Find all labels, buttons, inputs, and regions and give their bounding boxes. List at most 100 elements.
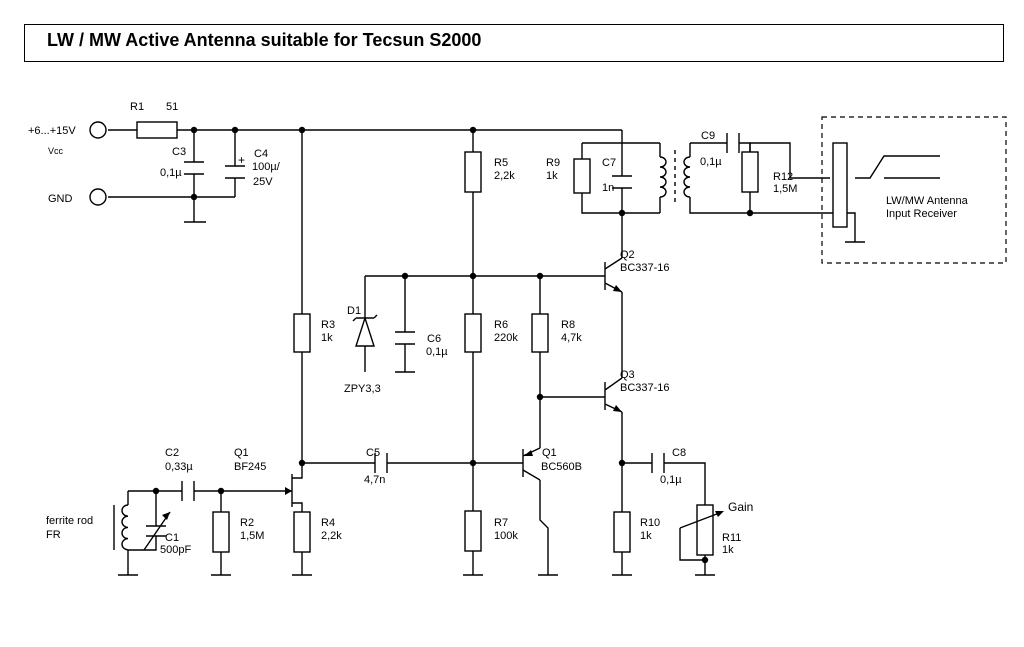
r5-name: R5	[494, 157, 508, 169]
c5-value: 4,7n	[364, 474, 385, 486]
junction-dot	[469, 272, 477, 280]
resistor-r3	[293, 313, 311, 353]
r3-name: R3	[321, 319, 335, 331]
resistor-r7	[464, 510, 482, 552]
component-labels: R1 51 C3 0,1µ C4 100µ/ 25V R5 2,2k R9 1k…	[46, 101, 969, 556]
r11-name: R11	[722, 532, 741, 544]
d1-name: D1	[347, 305, 361, 317]
gain-label: Gain	[728, 500, 753, 514]
c8-name: C8	[672, 447, 686, 459]
r12-value: 1,5M	[773, 183, 797, 195]
resistors	[136, 121, 759, 556]
resistor-r1	[136, 121, 178, 139]
capacitor-c5	[374, 453, 398, 473]
receiver-input-lines	[855, 155, 940, 179]
diode-d1	[355, 315, 375, 347]
capacitor-c6	[395, 331, 415, 345]
receiver-line2: Input Receiver	[886, 208, 957, 220]
gnd-label: GND	[48, 193, 73, 205]
vcc-label: +6...+15V	[28, 125, 76, 137]
r8-value: 4,7k	[561, 332, 582, 344]
junction-dot	[190, 193, 198, 201]
arrow-head-icon	[162, 512, 170, 520]
junction-dot	[298, 459, 306, 467]
q1a-value: BF245	[234, 461, 266, 473]
junctions	[152, 126, 754, 564]
gain-arrow-icon	[715, 511, 724, 517]
junction-dot	[536, 393, 544, 401]
inductors	[113, 150, 691, 551]
c7-name: C7	[602, 157, 616, 169]
ferrite-coil	[121, 504, 129, 551]
junction-dot	[701, 556, 709, 564]
r12-name: R12	[773, 171, 793, 183]
c9-value: 0,1µ	[700, 156, 722, 168]
title-box: LW / MW Active Antenna suitable for Tecs…	[24, 24, 1004, 62]
q2-emitter-arrow-icon	[613, 285, 622, 292]
wires	[108, 129, 865, 576]
c6-value: 0,1µ	[426, 346, 448, 358]
junction-dot	[618, 209, 626, 217]
c1-name: C1	[165, 532, 179, 544]
page-title: LW / MW Active Antenna suitable for Tecs…	[47, 30, 482, 50]
capacitors: +	[143, 133, 740, 551]
semiconductors	[282, 257, 623, 507]
r8-name: R8	[561, 319, 575, 331]
c4-plus-icon: +	[238, 153, 245, 167]
q3-emitter-arrow-icon	[613, 405, 622, 412]
r1-name: R1	[130, 101, 144, 113]
c2-name: C2	[165, 447, 179, 459]
q2-value: BC337-16	[620, 262, 670, 274]
junction-dot	[618, 459, 626, 467]
c1-value: 500pF	[160, 544, 191, 556]
junction-dot	[190, 126, 198, 134]
junction-dot	[469, 126, 477, 134]
receiver-box	[821, 116, 1007, 264]
r4-name: R4	[321, 517, 335, 529]
capacitor-c3	[184, 161, 204, 175]
receiver-line1: LW/MW Antenna	[886, 195, 969, 207]
q3-name: Q3	[620, 369, 635, 381]
capacitor-c8	[651, 453, 665, 473]
resistor-r12	[741, 151, 759, 193]
gnd-terminal	[89, 188, 107, 206]
q2-name: Q2	[620, 249, 635, 261]
r6-name: R6	[494, 319, 508, 331]
r1-value: 51	[166, 101, 178, 113]
q1b-name: Q1	[542, 447, 557, 459]
c4-name: C4	[254, 148, 268, 160]
vcc-terminal	[89, 121, 107, 139]
resistor-r4	[293, 511, 311, 553]
junction-dot	[746, 209, 754, 217]
capacitor-c4	[225, 165, 245, 179]
resistor-r8	[531, 313, 549, 353]
r2-name: R2	[240, 517, 254, 529]
r7-name: R7	[494, 517, 508, 529]
c5-name: C5	[366, 447, 380, 459]
resistor-r2	[212, 511, 230, 553]
resistor-r6	[464, 313, 482, 353]
capacitor-c1	[146, 516, 166, 545]
r5-value: 2,2k	[494, 170, 515, 182]
capacitor-c9	[726, 133, 740, 153]
r3-value: 1k	[321, 332, 333, 344]
ferrite-line1: ferrite rod	[46, 515, 93, 527]
junction-dot	[217, 487, 225, 495]
capacitor-c7	[612, 175, 632, 189]
d1-value: ZPY3,3	[344, 383, 381, 395]
resistor-r9	[573, 158, 591, 194]
r10-value: 1k	[640, 530, 652, 542]
r10-name: R10	[640, 517, 660, 529]
r2-value: 1,5M	[240, 530, 264, 542]
r11-value: 1k	[722, 544, 734, 556]
ferrite-line2: FR	[46, 529, 61, 541]
junction-dot	[536, 272, 544, 280]
resistor-r11	[696, 504, 714, 556]
c9-name: C9	[701, 130, 715, 142]
c3-value: 0,1µ	[160, 167, 182, 179]
c6-name: C6	[427, 333, 441, 345]
r4-value: 2,2k	[321, 530, 342, 542]
coil-primary	[659, 156, 667, 198]
resistor-r5	[464, 151, 482, 193]
